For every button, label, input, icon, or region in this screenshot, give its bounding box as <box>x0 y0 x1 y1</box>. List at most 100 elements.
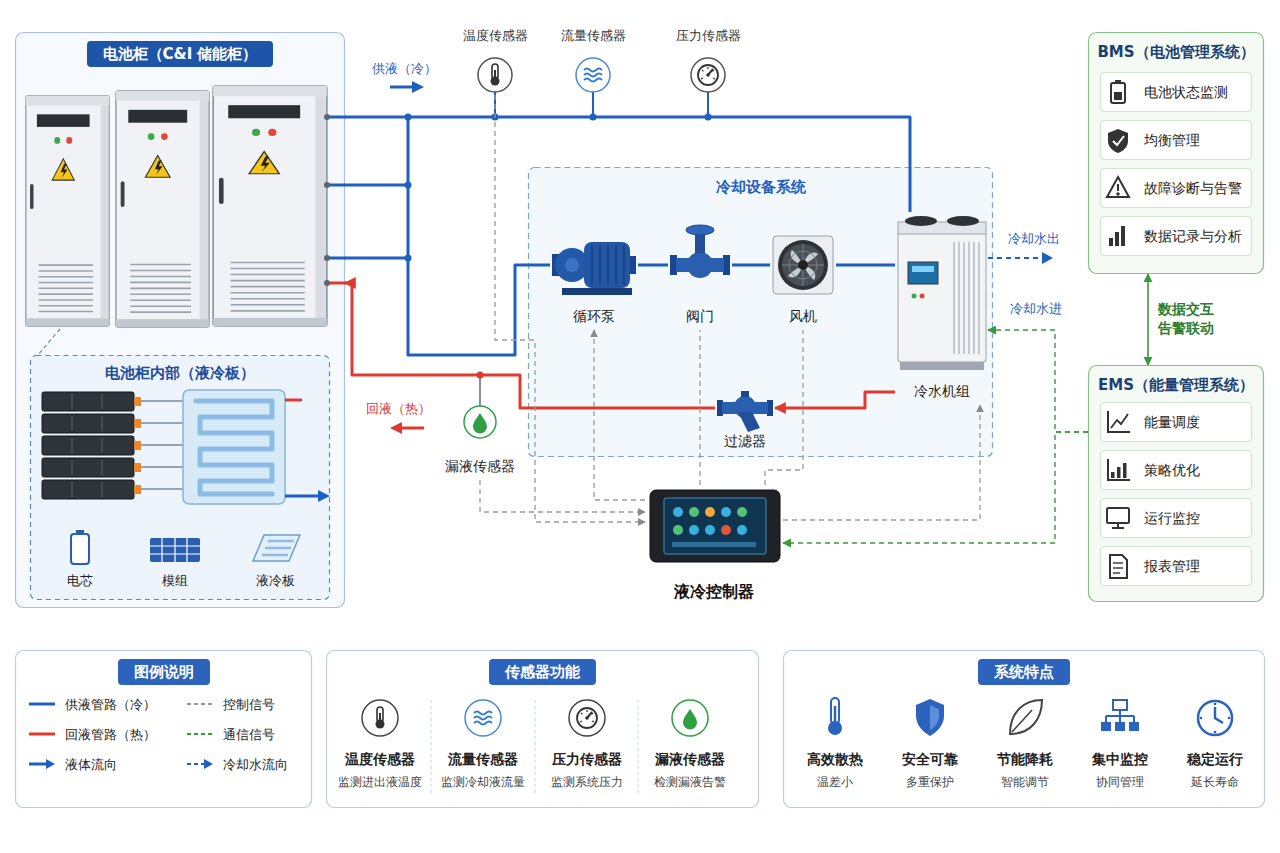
bms-icons <box>1107 80 1129 246</box>
legend-text: 冷却水流向 <box>223 756 288 773</box>
filter-illustration <box>717 391 773 432</box>
function-item: 数据记录与分析 <box>1100 216 1252 256</box>
node-text: 流量传感器 <box>448 750 518 768</box>
pump-node: 循环泵 <box>550 212 638 330</box>
function-item: 策略优化 <box>1100 450 1252 490</box>
node-text: 压力传感器 <box>552 750 622 768</box>
node-text: 阀门 <box>686 307 714 325</box>
legend-panel-frame <box>16 651 312 808</box>
free-label: 回液（热） <box>366 401 431 416</box>
part-icons <box>71 530 300 564</box>
legend-sample <box>186 728 214 740</box>
info-panel-frame <box>327 651 759 808</box>
legend-line <box>29 763 47 766</box>
legend-arrowhead <box>204 759 213 769</box>
node-text: EMS（能量管理系统） <box>1098 375 1254 395</box>
node-text: 运行监控 <box>1144 509 1200 527</box>
free-label: 电芯 <box>67 573 93 588</box>
node-text: 故障诊断与告警 <box>1144 179 1242 197</box>
function-item-frame <box>1101 403 1252 442</box>
legend-sample <box>186 698 214 710</box>
cold-plate <box>183 390 330 504</box>
node-text: 循环泵 <box>573 307 615 325</box>
sensor-function-item: 流量传感器监测冷却液流量 <box>433 700 533 800</box>
node-text: 电池状态监测 <box>1144 83 1228 101</box>
node-text: 漏液传感器 <box>445 457 515 475</box>
supply-pipe <box>836 264 895 267</box>
legend-row: 液体流向 <box>28 754 117 774</box>
legend-line <box>29 703 55 706</box>
control-signal <box>783 405 980 520</box>
label-box: 液冷板 <box>245 570 305 589</box>
function-item: 均衡管理 <box>1100 120 1252 160</box>
supply-pipe <box>638 264 668 267</box>
flow-arrows <box>390 81 1053 434</box>
node-text: 压力传感器 <box>676 27 741 44</box>
node-text: 集中监控 <box>1092 750 1148 768</box>
sensor-node: 压力传感器 <box>668 25 748 95</box>
battery-cabinets <box>26 86 327 327</box>
node-text: 报表管理 <box>1144 557 1200 575</box>
node-text: 策略优化 <box>1144 461 1200 479</box>
node-text: 图例说明 <box>118 659 210 685</box>
system-panel-frame <box>1089 366 1264 602</box>
legend-line <box>187 703 213 705</box>
label-box: 回液（热） <box>366 398 440 417</box>
legend-arrowhead <box>46 759 55 769</box>
legend-sample <box>28 758 56 770</box>
node-text: 液冷控制器 <box>674 582 754 602</box>
free-label: 液冷板 <box>256 573 295 588</box>
node-text: 传感器功能 <box>489 659 596 685</box>
controller-illustration <box>650 490 780 562</box>
node-text: 风机 <box>789 307 817 325</box>
function-item-frame <box>1101 121 1252 160</box>
inner-panel: 电池柜内部（液冷板） <box>30 355 330 600</box>
node-text: 流量传感器 <box>561 27 626 44</box>
node-text: 电池柜（C&I 储能柜） <box>87 41 274 67</box>
pump-illustration <box>552 242 636 295</box>
node-text: 节能降耗 <box>997 750 1053 768</box>
node-text: 能量调度 <box>1144 413 1200 431</box>
legend-sample <box>28 728 56 740</box>
pipe-stubs <box>324 114 412 287</box>
sensor-function-item: 漏液传感器检测漏液告警 <box>640 700 740 800</box>
node-text: 过滤器 <box>724 432 766 450</box>
legend-text: 供液管路（冷） <box>65 696 156 713</box>
function-item-frame <box>1101 217 1252 256</box>
node-text: 安全可靠 <box>902 750 958 768</box>
system-panel: BMS（电池管理系统）电池状态监测均衡管理故障诊断与告警数据记录与分析 <box>1088 32 1264 274</box>
sensor-node: 温度传感器 <box>455 25 535 95</box>
free-label: 冷却水进 <box>1010 301 1062 316</box>
sensor-node: 漏液传感器 <box>442 393 518 480</box>
label-box: 模组 <box>145 570 205 589</box>
control-signal <box>594 330 645 500</box>
legend-text: 通信信号 <box>223 726 275 743</box>
leader-line <box>38 329 60 355</box>
edge-label: 数据交互 告警联动 <box>1158 300 1222 338</box>
function-item-frame <box>1101 499 1252 538</box>
legend-row: 冷却水流向 <box>186 754 288 774</box>
sensor-function-item: 温度传感器监测进出液温度 <box>330 700 430 800</box>
function-item: 报表管理 <box>1100 546 1252 586</box>
legend-text: 液体流向 <box>65 756 117 773</box>
return-pipe <box>345 283 715 408</box>
supply-pipe <box>732 264 770 267</box>
legend-line <box>187 733 213 735</box>
filter-node: 过滤器 <box>715 385 775 455</box>
node-text: 冷水机组 <box>914 382 970 400</box>
legend-text: 控制信号 <box>223 696 275 713</box>
legend-line <box>29 733 55 736</box>
valve-node: 阀门 <box>668 212 732 330</box>
legend-row: 控制信号 <box>186 694 275 714</box>
node-text: 数据记录与分析 <box>1144 227 1242 245</box>
supply-pipe <box>345 117 910 212</box>
fan-illustration <box>773 236 833 294</box>
free-label: 供液（冷） <box>372 61 437 76</box>
node-text: 高效散热 <box>807 750 863 768</box>
label-box: 电芯 <box>50 570 110 589</box>
node-text: 监测冷却液流量 <box>441 774 525 790</box>
node-text: 稳定运行 <box>1187 750 1243 768</box>
function-item-frame <box>1101 73 1252 112</box>
